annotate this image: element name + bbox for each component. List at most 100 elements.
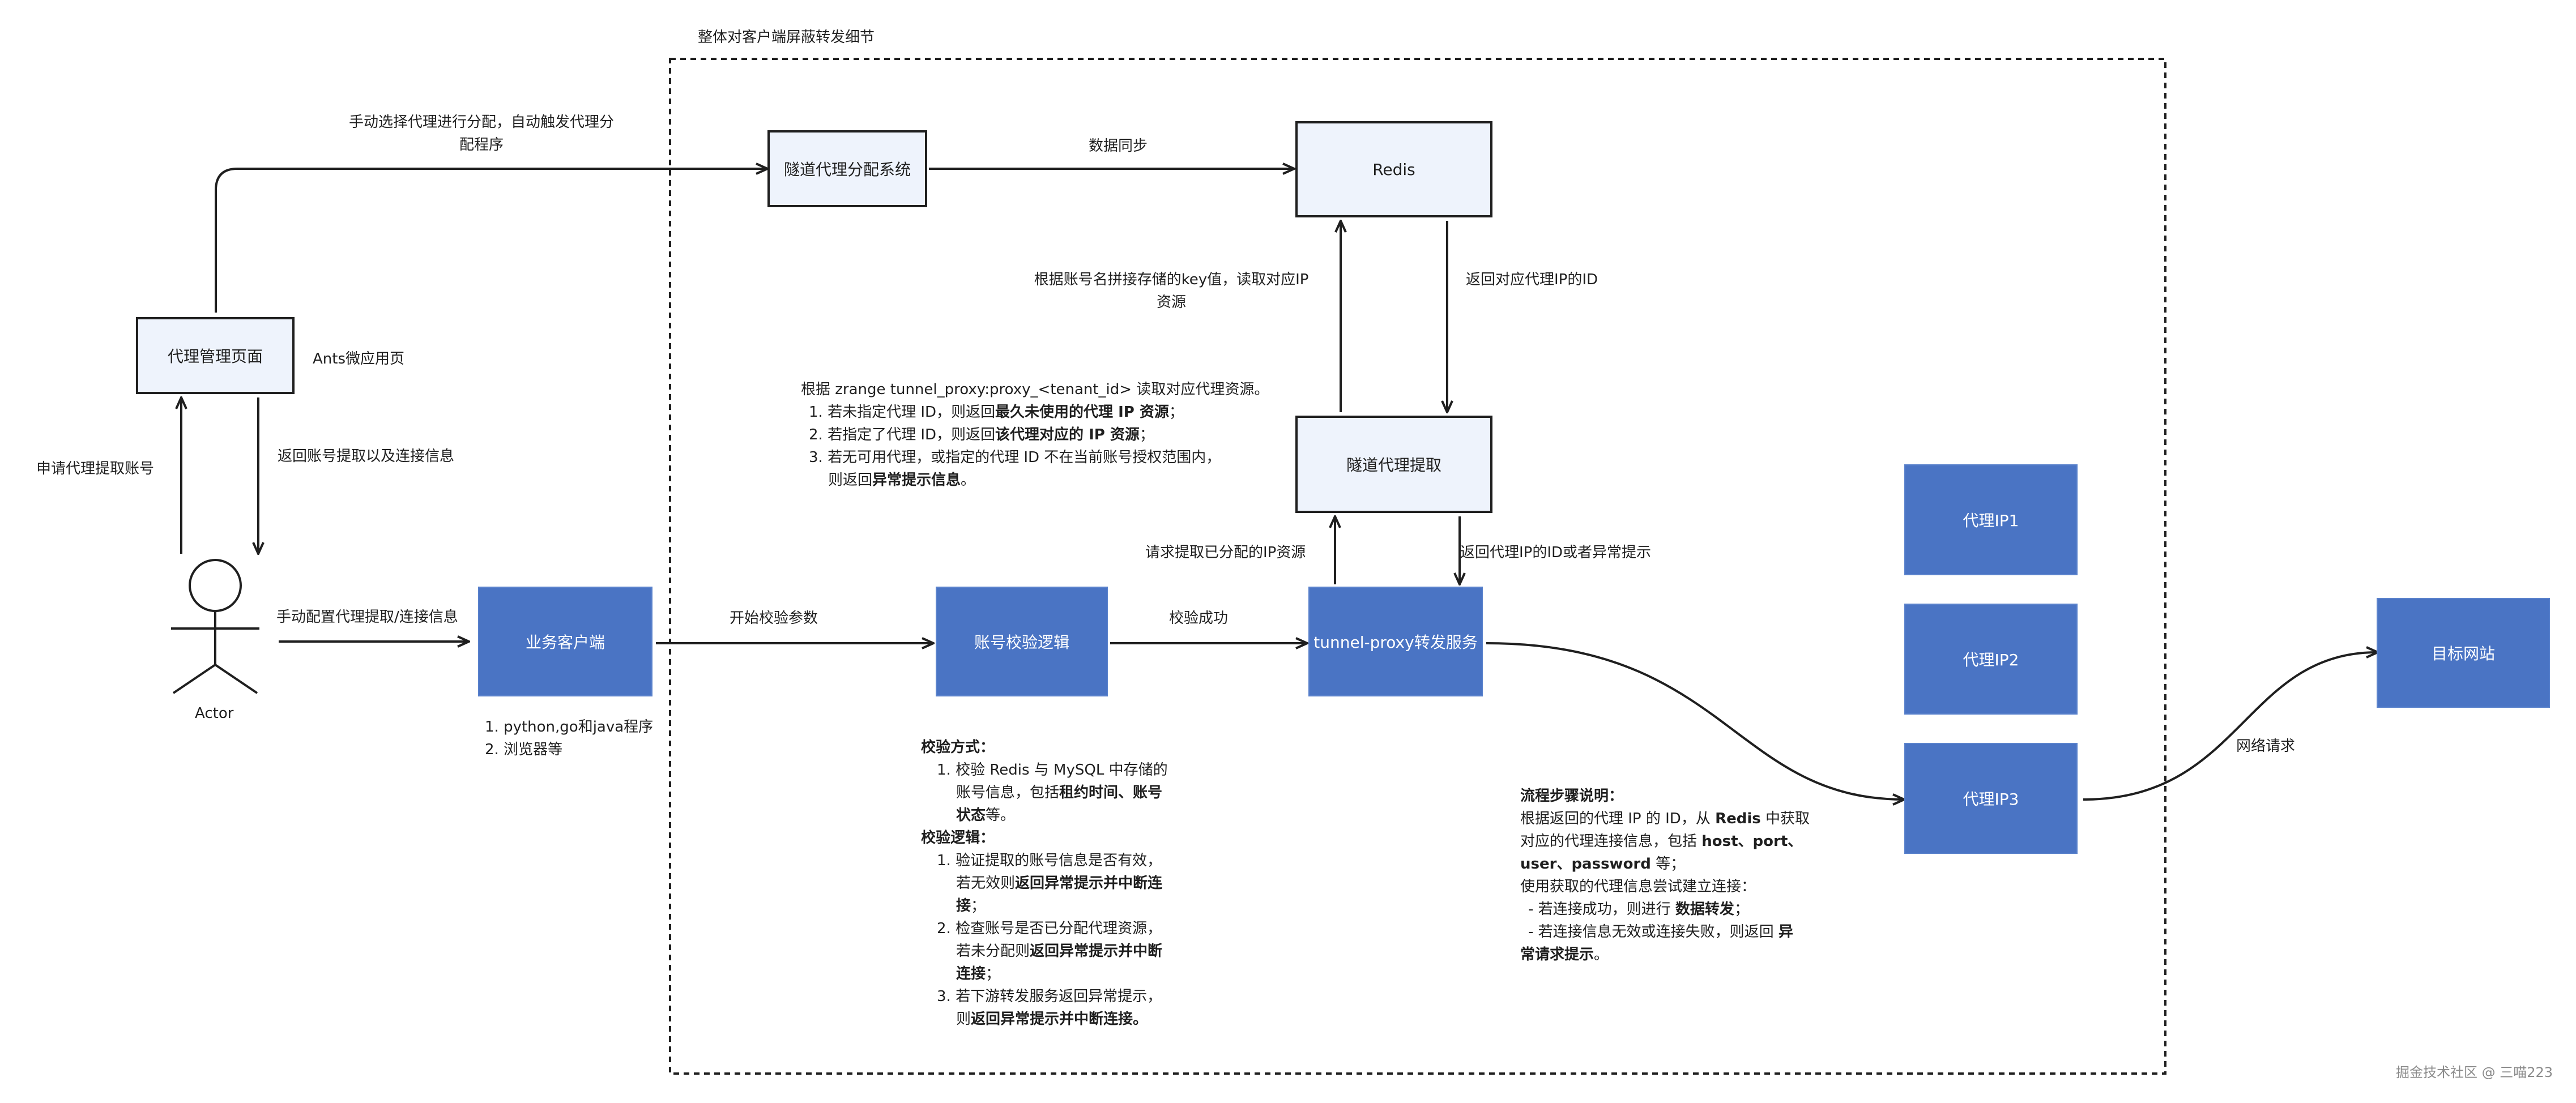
label-network-request: 网络请求: [2236, 738, 2296, 755]
label-data-sync: 数据同步: [1089, 138, 1148, 155]
note-zrange-l1c: ；: [1168, 404, 1184, 421]
note-zrange-l4c: 。: [961, 472, 976, 489]
note-flow-f4: 使用获取的代理信息尝试建立连接：: [1520, 878, 1756, 895]
note-verify-logic-title: 校验逻辑：: [921, 830, 995, 847]
label-return-ip-or-error: 返回代理IP的ID或者异常提示: [1460, 544, 1652, 561]
note-flow-f3: user、password 等；: [1520, 853, 1810, 875]
note-flow-f5: - 若连接成功，则进行 数据转发；: [1520, 898, 1810, 921]
note-verify-m2a: 账号信息，包括: [956, 784, 1060, 801]
note-flow-f1: 根据返回的代理 IP 的 ID，从 Redis 中获取: [1520, 807, 1810, 830]
note-zrange-l2b: 该代理对应的 IP 资源: [995, 426, 1140, 443]
note-flow-f2a: 对应的代理连接信息，包括: [1520, 833, 1702, 850]
note-verify-g5a: 若未分配则: [956, 943, 1030, 960]
label-read-key-line2: 资源: [1156, 294, 1186, 311]
note-zrange-line0: 根据 zrange tunnel_proxy:proxy_<tenant_id>…: [801, 381, 1269, 398]
actor-figure: [171, 559, 259, 694]
client-shield-boundary: [669, 58, 2166, 1075]
node-proxy-mgmt-page[interactable]: 代理管理页面: [136, 317, 295, 394]
note-verify-g8b: 返回异常提示并中断连接。: [971, 1011, 1148, 1028]
note-flow-f7: 常请求提示。: [1520, 943, 1810, 966]
note-client-line2: 2. 浏览器等: [485, 741, 563, 758]
note-flow-f1a: 根据返回的代理 IP 的 ID，从: [1520, 810, 1716, 827]
note-flow-f1c: 中获取: [1760, 810, 1810, 827]
label-read-key: 根据账号名拼接存储的key值，读取对应IP 资源: [1013, 268, 1330, 314]
label-read-key-line1: 根据账号名拼接存储的key值，读取对应IP: [1034, 271, 1309, 288]
note-verify-g7: 3. 若下游转发服务返回异常提示，: [937, 988, 1162, 1005]
node-proxy-ip3[interactable]: 代理IP3: [1904, 743, 2078, 854]
label-return-ip-id: 返回对应代理IP的ID: [1466, 271, 1598, 288]
edge-mgmt-to-allocation: [215, 169, 767, 313]
node-tunnel-proxy-forward-service[interactable]: tunnel-proxy转发服务: [1308, 587, 1483, 696]
note-zrange-l1b: 最久未使用的代理 IP 资源: [995, 404, 1169, 421]
note-verify-g8: 则返回异常提示并中断连接。: [921, 1008, 1168, 1031]
label-manual-assign-line2: 配程序: [459, 136, 504, 153]
note-verify: 校验方式： 1. 校验 Redis 与 MySQL 中存储的 账号信息，包括租约…: [921, 736, 1168, 1031]
node-tunnel-allocation-system[interactable]: 隧道代理分配系统: [767, 130, 927, 207]
note-zrange-l4a: 则返回: [828, 472, 873, 489]
note-zrange-l2c: ；: [1139, 426, 1154, 443]
actor-label: Actor: [195, 705, 234, 722]
note-verify-g6: 连接；: [921, 963, 1168, 985]
note-zrange: 根据 zrange tunnel_proxy:proxy_<tenant_id>…: [801, 378, 1269, 491]
note-flow-f1b: Redis: [1715, 810, 1761, 827]
note-verify-g2a: 若无效则: [956, 875, 1016, 892]
note-verify-g1: 1. 验证提取的账号信息是否有效，: [937, 852, 1162, 869]
note-verify-m3b: 等。: [986, 807, 1016, 824]
label-manual-config: 手动配置代理提取/连接信息: [276, 609, 458, 626]
note-flow-f6b: 异: [1778, 924, 1793, 940]
note-flow-f5b: 数据转发: [1675, 901, 1734, 918]
note-verify-m2b: 租约时间、账号: [1059, 784, 1163, 801]
note-verify-m3: 状态等。: [921, 804, 1168, 827]
label-verify-success: 校验成功: [1169, 610, 1229, 627]
label-request-ip: 请求提取已分配的IP资源: [1145, 544, 1306, 561]
note-zrange-line4: 则返回异常提示信息。: [801, 469, 1269, 491]
region-title: 整体对客户端屏蔽转发细节: [698, 29, 875, 46]
note-verify-m2: 账号信息，包括租约时间、账号: [921, 781, 1168, 804]
note-zrange-line2: 2. 若指定了代理 ID，则返回该代理对应的 IP 资源；: [801, 424, 1269, 446]
note-verify-g3: 接；: [921, 895, 1168, 917]
note-zrange-l4b: 异常提示信息: [872, 472, 961, 489]
note-verify-m3a: 状态: [956, 807, 986, 824]
label-ants-micro-app: Ants微应用页: [313, 350, 405, 367]
node-account-verify-logic[interactable]: 账号校验逻辑: [936, 587, 1108, 696]
note-zrange-line1: 1. 若未指定代理 ID，则返回最久未使用的代理 IP 资源；: [801, 401, 1269, 424]
note-flow-f7a: 常请求提示: [1520, 946, 1594, 963]
note-verify-g8a: 则: [956, 1011, 971, 1028]
note-client-line1: 1. python,go和java程序: [485, 719, 654, 736]
note-verify-m1: 1. 校验 Redis 与 MySQL 中存储的: [937, 762, 1168, 779]
edge-forward-to-ip3: [1486, 642, 1904, 800]
node-proxy-ip1[interactable]: 代理IP1: [1904, 464, 2078, 575]
note-zrange-l2a: 2. 若指定了代理 ID，则返回: [809, 426, 996, 443]
note-flow-f3a: user、password: [1520, 856, 1651, 873]
node-redis[interactable]: Redis: [1295, 121, 1492, 217]
node-proxy-ip2[interactable]: 代理IP2: [1904, 604, 2078, 715]
label-return-account: 返回账号提取以及连接信息: [278, 448, 455, 465]
node-business-client[interactable]: 业务客户端: [478, 587, 652, 696]
note-flow-f7b: 。: [1594, 946, 1609, 963]
note-flow-f6a: - 若连接信息无效或连接失败，则返回: [1528, 924, 1779, 940]
note-verify-g4: 2. 检查账号是否已分配代理资源，: [937, 920, 1162, 937]
note-verify-g5b: 返回异常提示并中断: [1030, 943, 1163, 960]
note-client: 1. python,go和java程序 2. 浏览器等: [485, 716, 653, 761]
label-manual-assign: 手动选择代理进行分配，自动触发代理分 配程序: [317, 111, 646, 156]
note-verify-g6b: ；: [986, 965, 1001, 982]
watermark: 掘金技术社区 @ 三喵223: [2396, 1064, 2553, 1080]
note-zrange-l1a: 1. 若未指定代理 ID，则返回: [809, 404, 996, 421]
note-verify-g5: 若未分配则返回异常提示并中断: [921, 940, 1168, 963]
note-flow-f6: - 若连接信息无效或连接失败，则返回 异: [1520, 921, 1810, 943]
label-start-verify: 开始校验参数: [730, 610, 818, 627]
label-apply-account: 申请代理提取账号: [36, 460, 155, 477]
edge-ip3-to-target: [2083, 652, 2378, 801]
note-verify-g6a: 连接: [956, 965, 986, 982]
note-flow-f3b: 等；: [1650, 856, 1686, 873]
note-verify-g3b: ；: [971, 897, 986, 914]
note-flow-f5c: ；: [1734, 901, 1749, 918]
node-target-website[interactable]: 目标网站: [2377, 598, 2550, 708]
label-manual-assign-line1: 手动选择代理进行分配，自动触发代理分: [348, 114, 614, 131]
note-flow-steps: 流程步骤说明： 根据返回的代理 IP 的 ID，从 Redis 中获取 对应的代…: [1520, 785, 1810, 966]
node-tunnel-proxy-extract[interactable]: 隧道代理提取: [1295, 416, 1492, 513]
note-verify-g2b: 返回异常提示并中断连: [1015, 875, 1163, 892]
note-flow-title: 流程步骤说明：: [1520, 788, 1624, 805]
note-zrange-line3: 3. 若无可用代理，或指定的代理 ID 不在当前账号授权范围内，: [809, 449, 1221, 466]
